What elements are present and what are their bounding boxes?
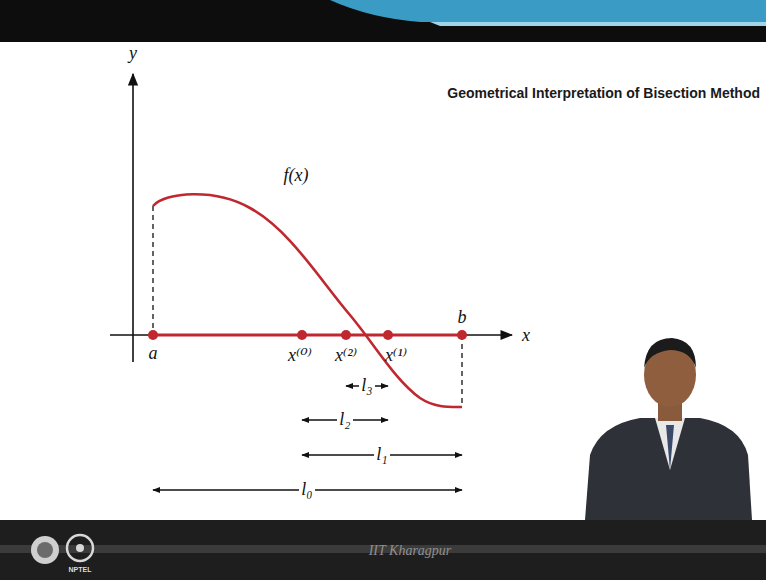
slide-title: Geometrical Interpretation of Bisection … [447, 86, 760, 101]
dimension-label: l₃ [359, 376, 374, 396]
dashed-line [152, 206, 153, 335]
footer-band [0, 520, 766, 580]
point-label: x⁽⁰⁾ [288, 346, 312, 366]
point-label: a [149, 344, 158, 364]
dimension-label: l₁ [374, 445, 389, 465]
header-accent-line [430, 22, 766, 26]
curve-label: f(x) [284, 166, 309, 186]
logo-caption: NPTEL [69, 566, 92, 574]
function-curve [153, 194, 462, 407]
header-accent [330, 0, 766, 22]
logo [37, 542, 53, 558]
point-label: x⁽²⁾ [335, 346, 357, 366]
axis-label: x [522, 326, 530, 346]
interval-points [148, 330, 467, 340]
logo [31, 536, 59, 564]
axis-label: y [129, 44, 137, 64]
dimension-label: l₀ [299, 480, 314, 500]
interval-segment [153, 334, 462, 337]
point-label: x⁽¹⁾ [385, 346, 407, 366]
footer-watermark: IIT Kharagpur [369, 543, 452, 558]
y-axis [132, 74, 134, 362]
dimension-label: l₂ [337, 410, 352, 430]
x-axis [110, 334, 512, 336]
logo [67, 535, 93, 561]
presenter-figure [585, 338, 752, 520]
header-band [0, 0, 766, 42]
logo [76, 544, 84, 552]
dashed-line [461, 335, 462, 407]
point-label: b [458, 308, 467, 328]
